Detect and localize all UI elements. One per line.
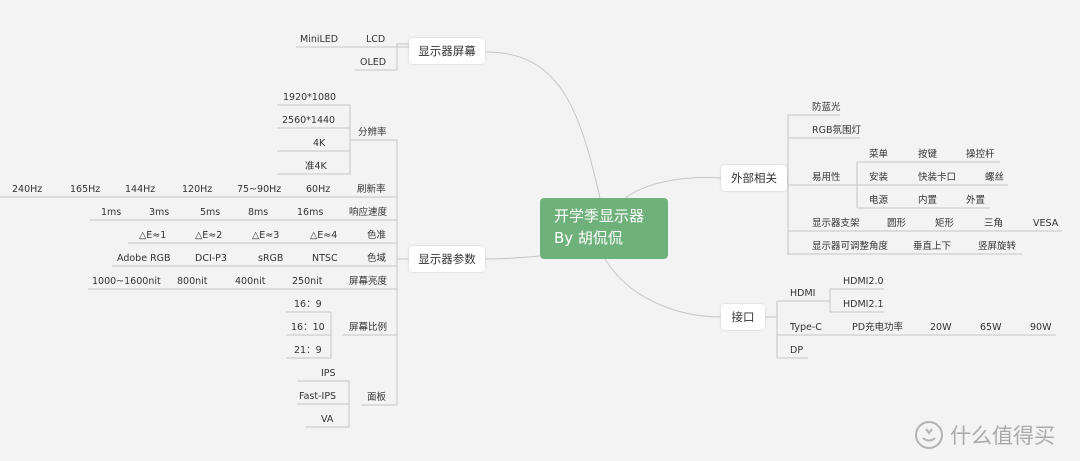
leaf-8ms[interactable]: 8ms bbox=[248, 207, 269, 218]
leaf-install[interactable]: 安装 bbox=[869, 172, 889, 183]
label-response[interactable]: 响应速度 bbox=[349, 207, 388, 218]
watermark-logo-icon bbox=[915, 421, 943, 449]
leaf-oled[interactable]: OLED bbox=[360, 57, 387, 68]
label-resolution[interactable]: 分辨率 bbox=[358, 127, 387, 138]
leaf-va[interactable]: VA bbox=[321, 414, 334, 425]
leaf-res-1080[interactable]: 1920*1080 bbox=[283, 92, 337, 103]
leaf-5ms[interactable]: 5ms bbox=[200, 207, 221, 218]
leaf-anti-blue[interactable]: 防蓝光 bbox=[812, 102, 841, 113]
label-usability[interactable]: 易用性 bbox=[812, 172, 841, 183]
label-hdmi[interactable]: HDMI bbox=[790, 288, 816, 299]
leaf-de2[interactable]: △E≈2 bbox=[195, 230, 223, 241]
label-stand[interactable]: 显示器支架 bbox=[812, 218, 860, 229]
leaf-dci-p3[interactable]: DCI-P3 bbox=[195, 253, 227, 264]
label-ratio[interactable]: 屏幕比例 bbox=[349, 322, 388, 333]
label-brightness[interactable]: 屏幕亮度 bbox=[349, 276, 388, 287]
leaf-hdmi21[interactable]: HDMI2.1 bbox=[843, 299, 884, 310]
watermark: 什么值得买 bbox=[914, 420, 1055, 450]
label-gamut[interactable]: 色域 bbox=[367, 253, 387, 264]
leaf-90w[interactable]: 90W bbox=[1030, 322, 1052, 333]
leaf-165hz[interactable]: 165Hz bbox=[70, 184, 101, 195]
label-refresh[interactable]: 刷新率 bbox=[357, 184, 386, 195]
node-params[interactable]: 显示器参数 bbox=[409, 246, 485, 272]
leaf-800nit[interactable]: 800nit bbox=[177, 276, 208, 287]
leaf-de3[interactable]: △E≈3 bbox=[252, 230, 280, 241]
leaf-power[interactable]: 电源 bbox=[869, 195, 889, 206]
leaf-adobe-rgb[interactable]: Adobe RGB bbox=[117, 253, 171, 264]
leaf-vesa[interactable]: VESA bbox=[1033, 218, 1059, 229]
leaf-1000-1600nit[interactable]: 1000~1600nit bbox=[92, 276, 161, 287]
leaf-ntsc[interactable]: NTSC bbox=[312, 253, 338, 264]
root-title: 开学季显示器 bbox=[554, 207, 645, 225]
leaf-20w[interactable]: 20W bbox=[930, 322, 952, 333]
leaf-65w[interactable]: 65W bbox=[980, 322, 1002, 333]
leaf-400nit[interactable]: 400nit bbox=[235, 276, 266, 287]
leaf-rect[interactable]: 矩形 bbox=[935, 218, 955, 229]
leaf-240hz[interactable]: 240Hz bbox=[12, 184, 43, 195]
leaf-ips[interactable]: IPS bbox=[321, 368, 336, 379]
label-accuracy[interactable]: 色准 bbox=[367, 230, 387, 241]
leaf-joystick[interactable]: 操控杆 bbox=[966, 149, 995, 160]
label-panel[interactable]: 面板 bbox=[367, 392, 387, 403]
leaf-de4[interactable]: △E≈4 bbox=[310, 230, 338, 241]
leaf-de1[interactable]: △E≈1 bbox=[139, 230, 167, 241]
leaf-hdmi20[interactable]: HDMI2.0 bbox=[843, 276, 884, 287]
leaf-external[interactable]: 外置 bbox=[966, 195, 986, 206]
node-ports[interactable]: 接口 bbox=[721, 304, 765, 330]
node-external[interactable]: 外部相关 bbox=[721, 165, 787, 191]
label-dp[interactable]: DP bbox=[790, 345, 804, 356]
root-topic[interactable]: 开学季显示器 By 胡侃侃 bbox=[540, 198, 668, 259]
leaf-res-quasi4k[interactable]: 准4K bbox=[305, 161, 327, 172]
leaf-16ms[interactable]: 16ms bbox=[297, 207, 324, 218]
leaf-16-9[interactable]: 16：9 bbox=[294, 299, 322, 310]
label-pd[interactable]: PD充电功率 bbox=[852, 322, 904, 333]
leaf-miniled[interactable]: MiniLED bbox=[300, 34, 339, 45]
leaf-srgb[interactable]: sRGB bbox=[258, 253, 284, 264]
root-author: By 胡侃侃 bbox=[554, 229, 623, 247]
leaf-internal[interactable]: 内置 bbox=[918, 195, 938, 206]
leaf-16-10[interactable]: 16：10 bbox=[291, 322, 325, 333]
leaf-res-4k[interactable]: 4K bbox=[313, 138, 326, 149]
leaf-250nit[interactable]: 250nit bbox=[292, 276, 323, 287]
leaf-res-1440[interactable]: 2560*1440 bbox=[282, 115, 336, 126]
leaf-1ms[interactable]: 1ms bbox=[101, 207, 122, 218]
leaf-quick-mount[interactable]: 快装卡口 bbox=[918, 172, 957, 183]
leaf-75-90hz[interactable]: 75~90Hz bbox=[237, 184, 282, 195]
node-screen[interactable]: 显示器屏幕 bbox=[409, 38, 485, 64]
leaf-tilt[interactable]: 垂直上下 bbox=[913, 241, 952, 252]
label-typec[interactable]: Type-C bbox=[790, 322, 822, 333]
leaf-21-9[interactable]: 21：9 bbox=[294, 345, 322, 356]
leaf-rgb-light[interactable]: RGB氛围灯 bbox=[812, 125, 861, 136]
leaf-lcd[interactable]: LCD bbox=[366, 34, 386, 45]
watermark-text: 什么值得买 bbox=[950, 424, 1055, 448]
leaf-triangle[interactable]: 三角 bbox=[984, 218, 1004, 229]
leaf-pivot[interactable]: 竖屏旋转 bbox=[978, 241, 1017, 252]
leaf-menu[interactable]: 菜单 bbox=[869, 149, 889, 160]
leaf-60hz[interactable]: 60Hz bbox=[306, 184, 331, 195]
leaf-3ms[interactable]: 3ms bbox=[149, 207, 170, 218]
leaf-120hz[interactable]: 120Hz bbox=[182, 184, 213, 195]
label-angle[interactable]: 显示器可调整角度 bbox=[812, 241, 889, 252]
leaf-buttons[interactable]: 按键 bbox=[918, 149, 938, 160]
leaf-fast-ips[interactable]: Fast-IPS bbox=[299, 391, 337, 402]
leaf-screws[interactable]: 螺丝 bbox=[985, 172, 1005, 183]
leaf-round[interactable]: 圆形 bbox=[887, 218, 907, 229]
leaf-144hz[interactable]: 144Hz bbox=[125, 184, 156, 195]
